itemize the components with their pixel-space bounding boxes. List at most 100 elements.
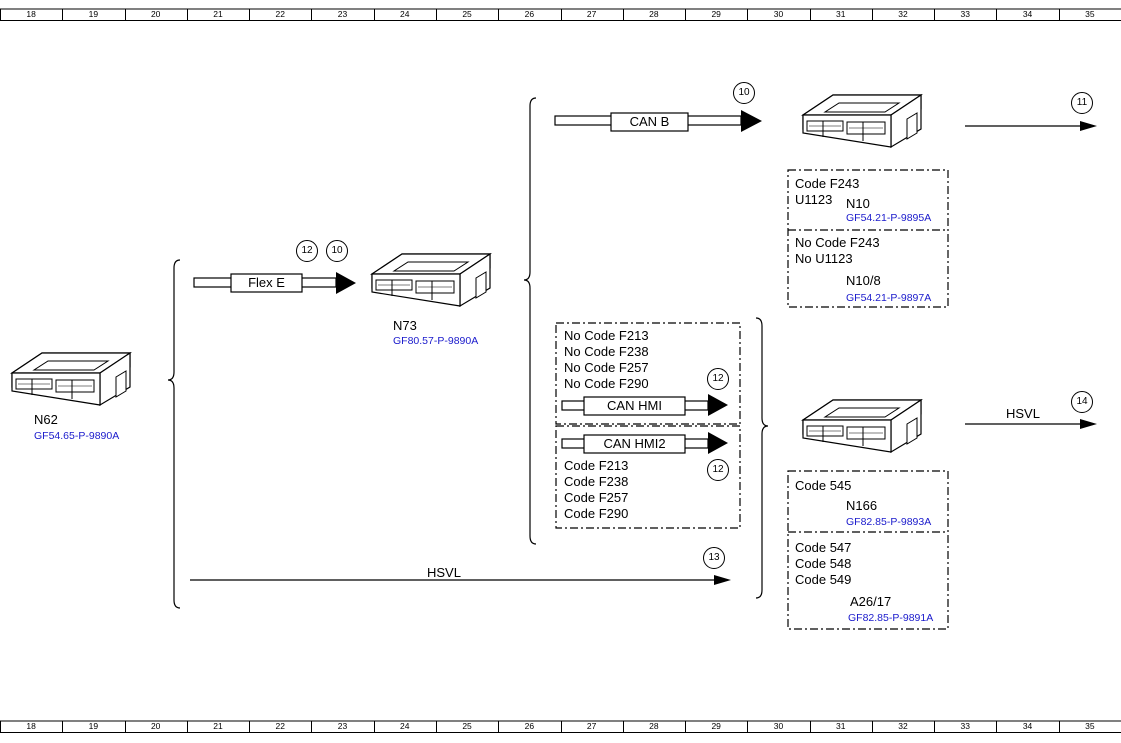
box-hmi-bottom-line: Code F257 [564,490,629,505]
ref-circle-top-right[interactable]: 11 [1071,92,1093,114]
ref-circle-can-b[interactable]: 10 [733,82,755,104]
box-n166-lower-line: Code 549 [795,572,852,587]
bus-label-can-hmi2: CAN HMI2 [603,436,666,451]
ruler-cell: 30 [773,9,784,19]
box-n10-lower-doc-link[interactable]: GF54.21-P-9897A [846,292,932,304]
bus-label-hsvl-right: HSVL [1006,406,1040,421]
box-n10-upper-doc-link[interactable]: GF54.21-P-9895A [846,212,932,224]
line-to-ref-11 [965,121,1097,131]
box-n10-upper-name: N10 [846,196,870,211]
ruler-cell: 32 [898,9,908,19]
ruler-cell: 18 [26,721,36,731]
ruler-cell: 24 [400,9,410,19]
bus-hsvl-bottom-line [190,575,731,585]
bus-label-flex-e: Flex E [248,275,285,290]
ruler-cell: 35 [1085,721,1095,731]
box-hmi-top-line: No Code F257 [564,360,649,375]
box-hmi-bottom-frame [555,425,741,529]
module-n62-doc-link[interactable]: GF54.65-P-9890A [34,430,120,442]
ruler-cell: 22 [275,721,285,731]
module-n73-name: N73 [393,318,417,333]
ruler-cell: 25 [462,9,472,19]
brace-n62 [167,259,181,609]
ruler-top: 18 19 20 21 22 23 24 25 26 27 28 29 30 31 32 33 34 35 [0,8,1121,22]
bus-flex-e-arrow [193,272,356,294]
box-hmi-bottom-lines: Code F213 Code F238 Code F257 Code F290 [564,458,628,522]
ruler-cell: 33 [960,721,971,731]
box-n166-upper-name: N166 [846,498,878,513]
ruler-cell: 20 [150,9,161,19]
brace-n73 [523,97,537,545]
ruler-cell: 34 [1022,9,1033,19]
ref-circle-hsvl-bottom[interactable]: 13 [703,547,725,569]
module-n62-name: N62 [34,412,58,427]
module-n73-doc-link[interactable]: GF80.57-P-9890A [393,335,479,347]
module-n62-graphic [11,352,131,406]
bus-can-hmi2-arrow [561,432,728,454]
ruler-cell: 27 [586,721,597,731]
bus-can-b-arrow [554,110,762,132]
ruler-cell: 20 [150,721,161,731]
ruler-cell: 19 [88,721,99,731]
box-n166-lower-name: A26/17 [850,594,892,609]
box-hmi-top-lines: No Code F213 No Code F238 No Code F257 N… [564,328,649,392]
module-n166-graphic [802,399,922,453]
ruler-cell: 21 [213,721,223,731]
box-n166-frame [787,470,949,630]
ruler-cell: 27 [586,9,597,19]
ruler-cell: 19 [88,9,99,19]
bus-hsvl-right-line [965,419,1097,429]
ref-circle-flex-e-a[interactable]: 12 [296,240,318,262]
bus-label-hsvl-bottom: HSVL [427,565,461,580]
ruler-frame [0,8,1121,21]
box-n166-lower-line: Code 548 [795,556,852,571]
ruler-cell: 33 [960,9,971,19]
bus-can-hmi-arrow [561,394,728,416]
box-hmi-top-line: No Code F213 [564,328,649,343]
bus-label-can-b: CAN B [629,114,670,129]
box-hmi-top-frame [555,322,741,425]
ruler-cell: 28 [649,9,659,19]
box-n166-upper-line: Code 545 [795,478,852,493]
brace-hmi-right [755,317,769,599]
ruler-cell: 18 [26,9,36,19]
ruler-cell: 25 [462,721,472,731]
bus-label-can-hmi: CAN HMI [607,398,662,413]
ref-circle-can-hmi2[interactable]: 12 [707,459,729,481]
box-hmi-top-line: No Code F238 [564,344,649,359]
ruler-cell: 22 [275,9,285,19]
ruler-cell: 23 [337,9,348,19]
ruler-cell: 31 [836,9,846,19]
box-hmi-bottom-line: Code F290 [564,506,629,521]
ruler-cell: 23 [337,721,348,731]
box-n10-upper-line: Code F243 [795,176,860,191]
box-n10-lower-line: No U1123 [795,251,853,266]
box-hmi-bottom-line: Code F238 [564,474,629,489]
box-hmi-top-line: No Code F290 [564,376,649,391]
ruler-cell: 26 [524,721,535,731]
ruler-cell: 29 [711,9,721,19]
ruler-cell: 21 [213,9,223,19]
ruler-cell: 30 [773,721,784,731]
ruler-cell: 26 [524,9,535,19]
module-n73-graphic [371,253,491,307]
ruler-cell: 28 [649,721,659,731]
box-n10-lower-line: No Code F243 [795,235,880,250]
box-hmi-bottom-line: Code F213 [564,458,629,473]
ruler-cell: 24 [400,721,410,731]
box-n10-frame [787,169,949,308]
box-n10-upper-line: U1123 [795,192,833,207]
ref-circle-can-hmi[interactable]: 12 [707,368,729,390]
ref-circle-flex-e-b[interactable]: 10 [326,240,348,262]
ref-circle-hsvl-right[interactable]: 14 [1071,391,1093,413]
box-n166-upper-doc-link[interactable]: GF82.85-P-9893A [846,516,932,528]
ruler-cell: 34 [1022,721,1033,731]
box-n166-lower-doc-link[interactable]: GF82.85-P-9891A [848,612,934,624]
ruler-cell: 35 [1085,9,1095,19]
ruler-frame [0,720,1121,733]
ruler-cell: 31 [836,721,846,731]
module-n10-graphic [802,94,922,148]
